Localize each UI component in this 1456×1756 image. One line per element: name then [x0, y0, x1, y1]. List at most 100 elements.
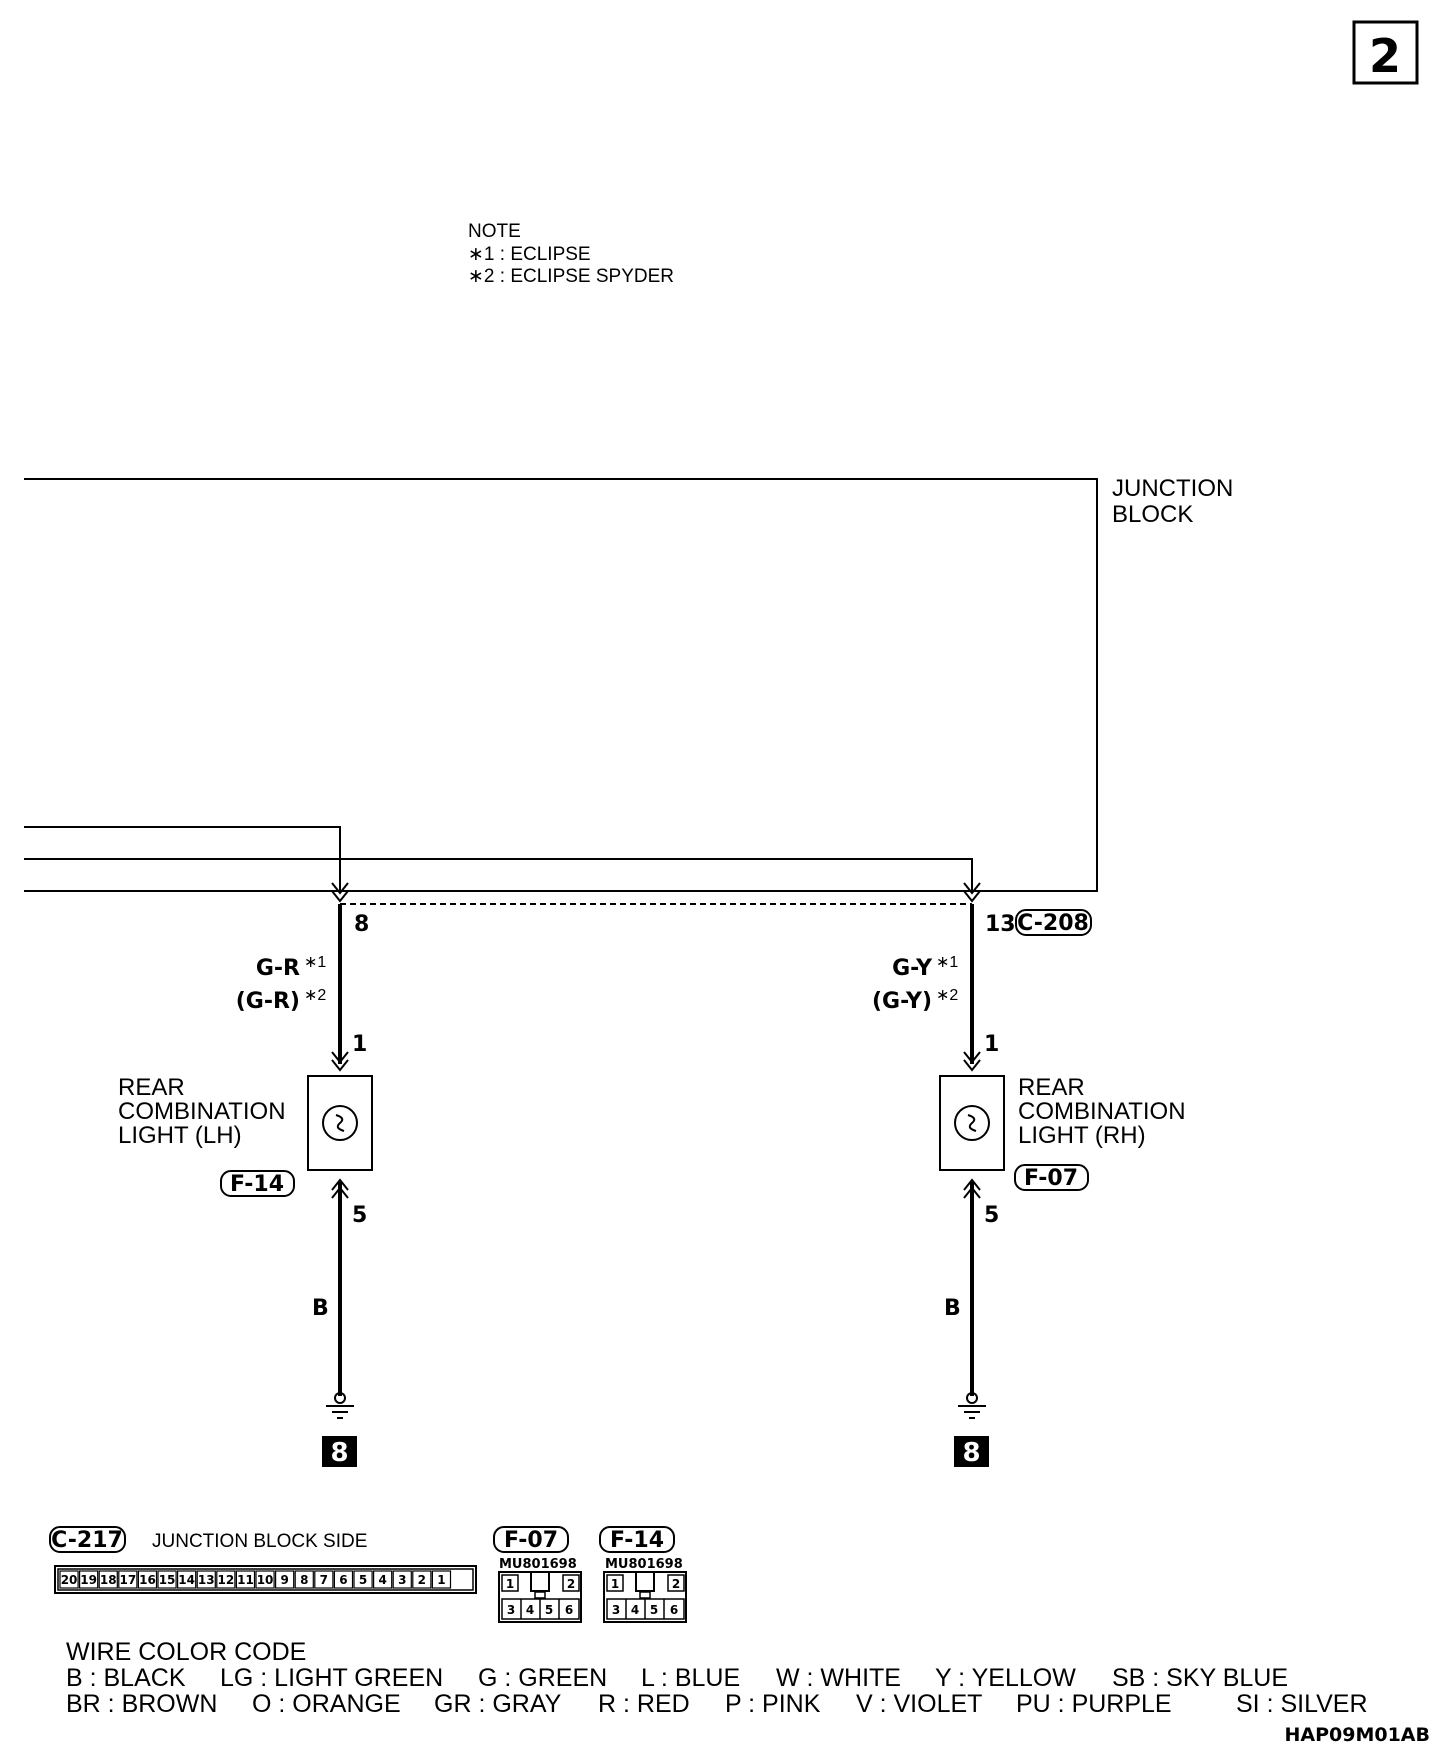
page-number-box: 2 — [1352, 20, 1419, 85]
c217-pin-label: 15 — [159, 1573, 176, 1587]
right-pin-in: 1 — [984, 1032, 999, 1057]
wcc-si: SI : SILVER — [1236, 1690, 1368, 1718]
right-ground-ref-box — [954, 1436, 989, 1467]
f14-pin-5: 5 — [650, 1603, 658, 1617]
right-component-line1: REAR — [1018, 1074, 1085, 1101]
wcc-lg: LG : LIGHT GREEN — [220, 1664, 443, 1692]
left-bulb-icon — [322, 1105, 358, 1141]
c217-pin-cell — [118, 1570, 138, 1589]
c217-pin-cell — [255, 1570, 275, 1589]
connector-f14: F-14 MU801698 1 2 3 4 5 6 — [599, 1526, 687, 1623]
junction-block-label-1: JUNCTION — [1112, 475, 1233, 502]
c217-pin-cell — [333, 1570, 354, 1589]
c217-pin-label: 12 — [217, 1573, 234, 1587]
right-ground-icon — [958, 1392, 986, 1419]
c217-pin-cell — [98, 1570, 118, 1589]
c217-pin-cell — [353, 1570, 373, 1589]
c217-pin-label: 16 — [139, 1573, 156, 1587]
f14-part: MU801698 — [605, 1557, 683, 1572]
c217-pin-cell — [275, 1570, 295, 1589]
right-pin-out: 5 — [984, 1203, 999, 1228]
left-component-line3: LIGHT (LH) — [118, 1122, 242, 1149]
wcc-r: R : RED — [598, 1690, 690, 1718]
connector-f07: F-07 MU801698 1 2 3 4 5 6 — [493, 1526, 582, 1623]
left-ground-wire: B — [312, 1296, 329, 1321]
f07-part: MU801698 — [499, 1557, 577, 1572]
c217-pin-label: 7 — [320, 1573, 328, 1587]
wcc-b: B : BLACK — [66, 1664, 186, 1692]
c217-pin-cell — [177, 1570, 197, 1589]
right-component-line3: LIGHT (RH) — [1018, 1122, 1146, 1149]
note-item-2: ∗2 : ECLIPSE SPYDER — [468, 266, 674, 287]
left-circuit: G-R ∗1 (G-R) ∗2 1 REAR COMBINATION LIGHT… — [118, 904, 373, 1468]
left-wire-color-2-note: ∗2 — [304, 987, 326, 1004]
c217-pin-cell — [235, 1570, 256, 1589]
connector-tag-f07: F-07 — [1014, 1164, 1089, 1191]
right-ground-wire: B — [944, 1296, 961, 1321]
connector-tag-f14: F-14 — [220, 1170, 295, 1197]
c217-pin-label: 1 — [437, 1573, 445, 1587]
right-wire-color-2: (G-Y) — [872, 989, 932, 1014]
right-component-connector: F-07 — [1024, 1166, 1078, 1191]
junction-block-label-2: BLOCK — [1112, 501, 1193, 528]
left-wire-color-2: (G-R) — [236, 989, 300, 1014]
c217-pin-cell — [412, 1570, 432, 1589]
wcc-g: G : GREEN — [478, 1664, 607, 1692]
f07-id: F-07 — [504, 1528, 558, 1553]
left-pin-out: 5 — [352, 1203, 367, 1228]
right-wire-color-1-note: ∗1 — [936, 954, 958, 971]
note-block: NOTE ∗1 : ECLIPSE ∗2 : ECLIPSE SPYDER — [468, 221, 674, 287]
f14-pin-3: 3 — [612, 1603, 620, 1617]
c217-pin-label: 9 — [280, 1573, 288, 1587]
c217-pin-label: 10 — [257, 1573, 274, 1587]
left-ground-ref-box — [322, 1436, 357, 1467]
c217-pin-label: 17 — [119, 1573, 136, 1587]
junction-block-outline: JUNCTION BLOCK — [24, 475, 1233, 892]
wcc-br: BR : BROWN — [66, 1690, 217, 1718]
c217-pin-cell — [373, 1570, 393, 1589]
f14-pin-2: 2 — [672, 1577, 680, 1591]
wcc-v: V : VIOLET — [856, 1690, 982, 1718]
c217-pin-cell — [216, 1570, 236, 1589]
left-component-line2: COMBINATION — [118, 1098, 286, 1125]
f14-pin-4: 4 — [631, 1603, 639, 1617]
diagram-code: HAP09M01AB — [1284, 1724, 1430, 1746]
wire-color-code-title: WIRE COLOR CODE — [66, 1638, 306, 1666]
note-item-1: ∗1 : ECLIPSE — [468, 244, 591, 265]
note-title: NOTE — [468, 221, 521, 242]
c217-pin-label: 19 — [80, 1573, 97, 1587]
c217-pin-label: 8 — [300, 1573, 308, 1587]
left-component-connector: F-14 — [230, 1172, 284, 1197]
connector-c208-label: C-208 — [1017, 911, 1089, 936]
right-lamp-body — [939, 1075, 1005, 1171]
f07-pin-1: 1 — [506, 1577, 514, 1591]
c217-pin-label: 11 — [237, 1573, 254, 1587]
c217-pin-label: 14 — [178, 1573, 195, 1587]
left-pin-in: 1 — [352, 1032, 367, 1057]
left-ground-icon — [326, 1392, 354, 1419]
c217-pin-cell — [392, 1570, 412, 1589]
c217-pin-cell — [431, 1570, 452, 1589]
right-circuit: G-Y ∗1 (G-Y) ∗2 1 REAR COMBINATION LIGHT… — [872, 904, 1186, 1468]
wcc-l: L : BLUE — [641, 1664, 740, 1692]
c217-pin-label: 13 — [198, 1573, 215, 1587]
right-ground-ref: 8 — [962, 1438, 980, 1468]
jb-pin-arrows — [331, 882, 981, 903]
f07-pin-5: 5 — [545, 1603, 553, 1617]
c217-pin-cell — [196, 1570, 216, 1589]
left-wire-color-1: G-R — [256, 956, 300, 981]
right-component-line2: COMBINATION — [1018, 1098, 1186, 1125]
c217-pin-label: 6 — [339, 1573, 347, 1587]
c217-pin-cell — [294, 1570, 314, 1589]
c217-pin-cell — [137, 1570, 158, 1589]
right-wire-color-2-note: ∗2 — [936, 987, 958, 1004]
c217-pin-label: 18 — [100, 1573, 117, 1587]
f07-pin-4: 4 — [526, 1603, 534, 1617]
c217-pin-cell — [157, 1570, 177, 1589]
page-number: 2 — [1369, 29, 1401, 83]
f14-pin-1: 1 — [611, 1577, 619, 1591]
f14-pin-6: 6 — [670, 1603, 678, 1617]
wcc-pu: PU : PURPLE — [1016, 1690, 1172, 1718]
jb-pin-left: 8 — [354, 912, 369, 937]
